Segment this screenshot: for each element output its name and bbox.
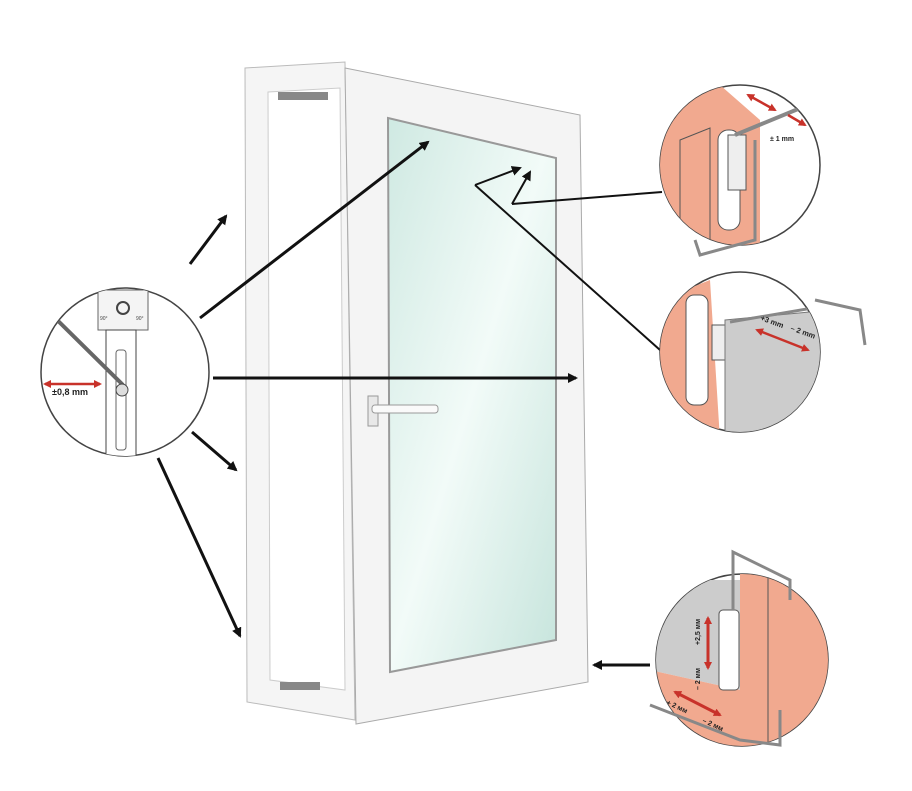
callout-handle-adjustment: ±0,8 mm 90° 90°: [40, 287, 210, 457]
top-hinge-adjust-label: ± 1 mm: [770, 136, 794, 143]
bottom-hinge-vertical-minus: – 2 мм: [695, 668, 702, 690]
angle-right-label: 90°: [136, 316, 144, 322]
top-hinge: [278, 92, 328, 100]
window-sash[interactable]: [344, 67, 589, 725]
window-frame: [244, 61, 356, 721]
window-handle-icon[interactable]: [367, 395, 439, 427]
callout-side-hinge: +3 mm – 2 mm: [659, 271, 867, 433]
glass-pane: [386, 116, 557, 674]
pointer-arrows: [156, 140, 663, 670]
handle-adjust-label: ±0,8 mm: [52, 387, 88, 397]
bottom-hinge-vertical-plus: +2,5 мм: [695, 619, 702, 645]
bottom-hinge: [280, 682, 320, 690]
callout-bottom-hinge: +2,5 мм – 2 мм + 2 мм – 2 мм: [649, 549, 829, 747]
callout-top-hinge: ± 1 mm: [659, 84, 821, 257]
angle-left-label: 90°: [100, 316, 108, 322]
